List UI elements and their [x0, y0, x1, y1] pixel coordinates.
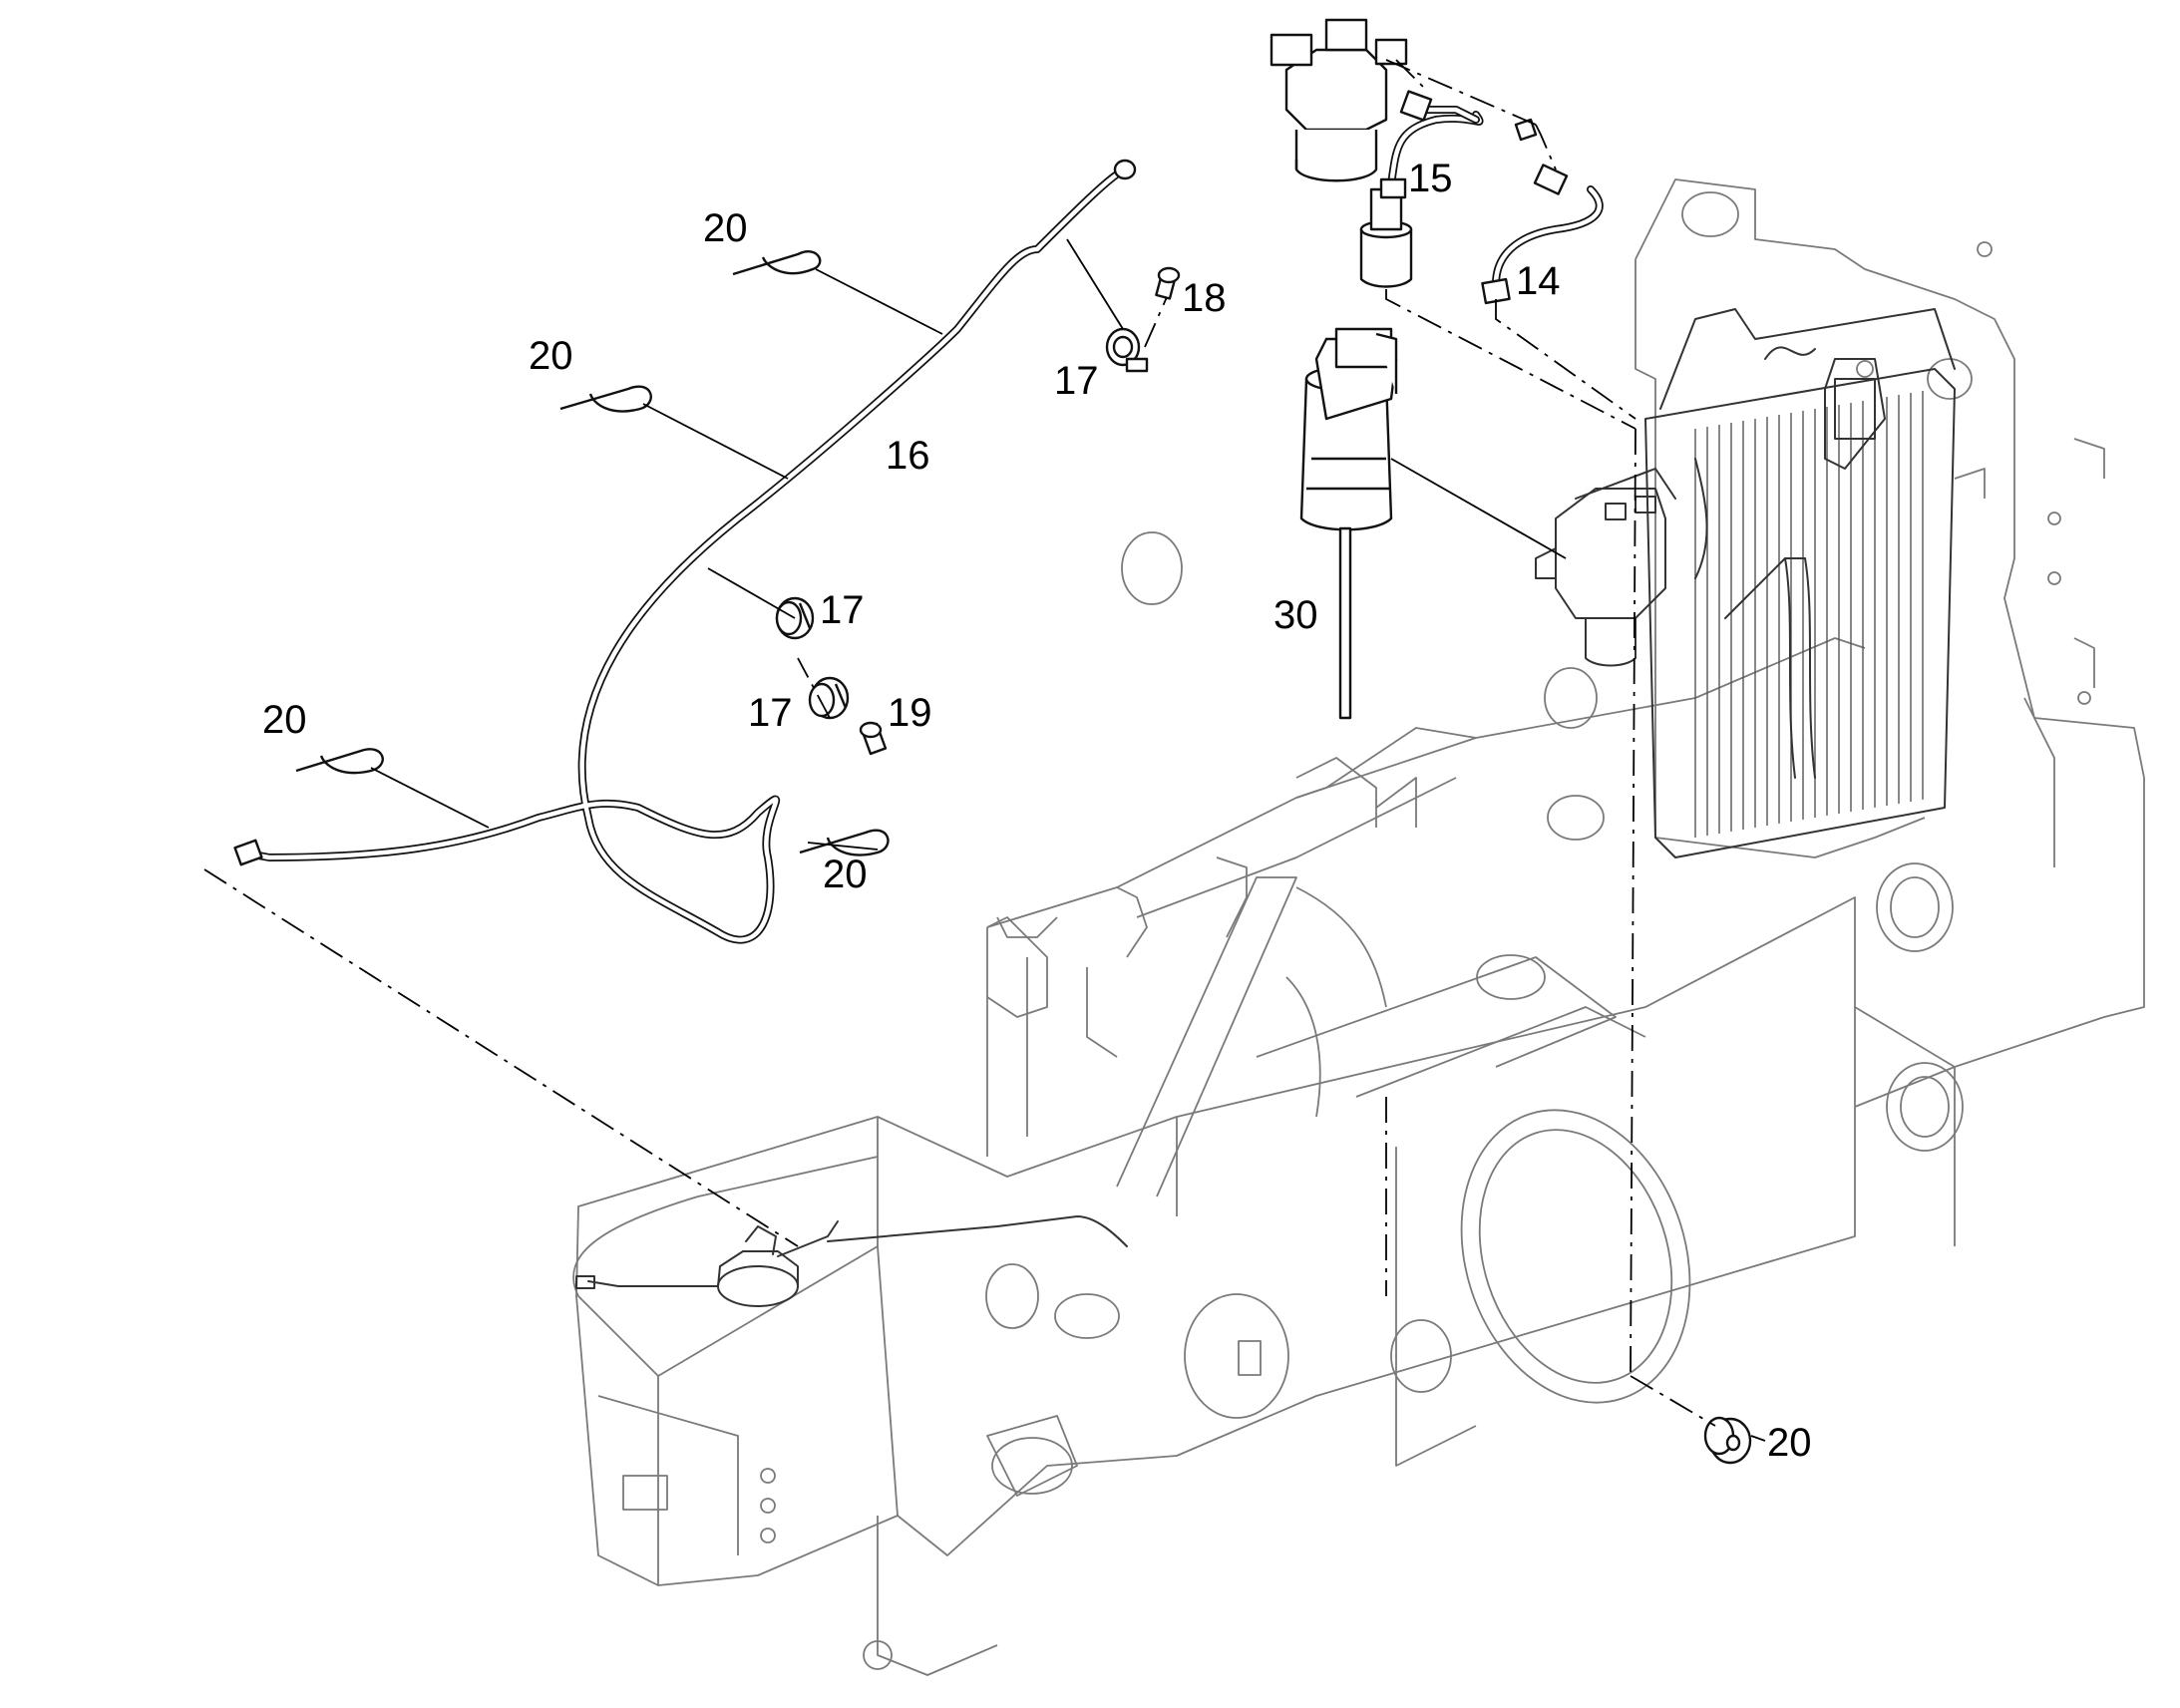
callout-20-lower: 20	[823, 853, 868, 896]
callout-20-top: 20	[703, 206, 748, 250]
leader-lines	[370, 238, 1766, 1442]
clamp-17c	[808, 676, 850, 720]
clamp-17a	[1105, 327, 1149, 373]
callout-20-grommet: 20	[1767, 1421, 1812, 1465]
callout-20-upper-left: 20	[529, 334, 573, 378]
filter-element-part-30	[1299, 327, 1398, 720]
hose-16	[233, 159, 1137, 944]
cable-tie-20b	[559, 385, 652, 413]
cable-tie-20a	[732, 250, 822, 276]
callout-19: 19	[888, 691, 932, 735]
callout-17-top: 17	[1054, 359, 1099, 403]
grommet-20e	[1703, 1416, 1752, 1465]
bolt-18	[1155, 266, 1181, 300]
assembly-lines	[203, 59, 1716, 1427]
callout-17-middle: 17	[820, 588, 865, 632]
machine-frame	[572, 178, 2145, 1676]
tank-cap-sender	[575, 1215, 1128, 1307]
bolt-19	[859, 721, 888, 756]
filter-fitting	[1359, 187, 1413, 288]
hose-15	[1379, 90, 1484, 199]
callout-16: 16	[886, 434, 930, 478]
callout-14: 14	[1516, 259, 1561, 303]
cable-tie-20c	[295, 748, 384, 775]
callout-18: 18	[1182, 276, 1227, 320]
radiator-fins	[1694, 391, 1924, 838]
radiator-cooler	[1644, 308, 1956, 858]
hose-14	[1481, 118, 1604, 305]
callout-17-lower: 17	[748, 691, 793, 735]
callout-20-left: 20	[262, 698, 307, 742]
callout-30: 30	[1273, 593, 1318, 637]
callout-labels: 14 15 16 17 17 17 18 19 20 20 20 20 20 3…	[262, 157, 1812, 1465]
mounted-fuel-filter	[1535, 468, 1676, 667]
callout-15: 15	[1408, 157, 1453, 200]
filter-head-assembly	[1270, 18, 1408, 182]
